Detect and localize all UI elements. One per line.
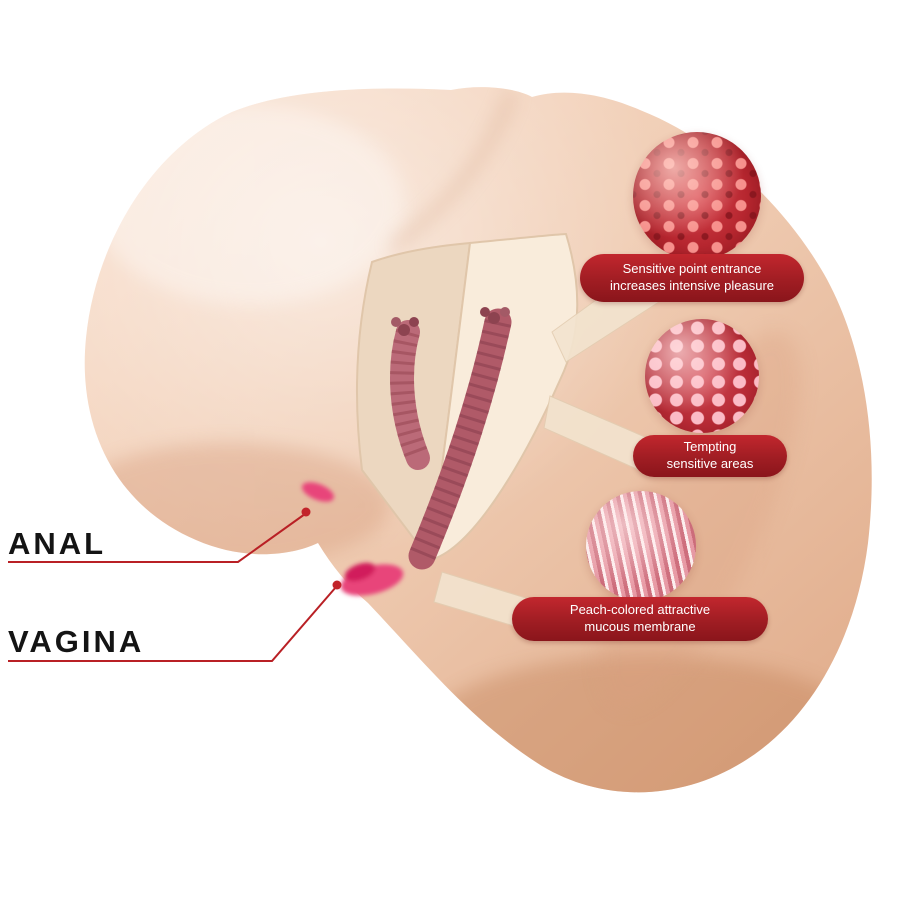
mucous-membrane-texture-inset xyxy=(586,491,696,601)
label-vagina: VAGINA xyxy=(8,624,145,659)
anal-point-dot xyxy=(301,507,311,517)
vaginal-canal xyxy=(408,307,512,570)
vagina-point-dot xyxy=(332,580,342,590)
callout-mucous-membrane: Peach-colored attractive mucous membrane xyxy=(512,597,768,641)
vagina-leader-line xyxy=(8,586,337,662)
leader-lines xyxy=(8,507,342,662)
pink-accent-detail xyxy=(301,482,404,596)
label-anal: ANAL xyxy=(8,526,107,561)
callout-sensitive-point-entrance: Sensitive point entrance increases inten… xyxy=(580,254,804,302)
buttock-shadow xyxy=(84,443,390,567)
sensitive-point-texture-inset xyxy=(633,132,761,260)
buttock-crease xyxy=(389,90,516,250)
highlight-shading xyxy=(95,105,405,305)
pearl-bumps-texture-inset xyxy=(645,319,759,433)
anal-leader-line xyxy=(8,513,306,563)
anal-canal xyxy=(390,317,430,470)
callout-tempting-sensitive-areas: Tempting sensitive areas xyxy=(633,435,787,477)
